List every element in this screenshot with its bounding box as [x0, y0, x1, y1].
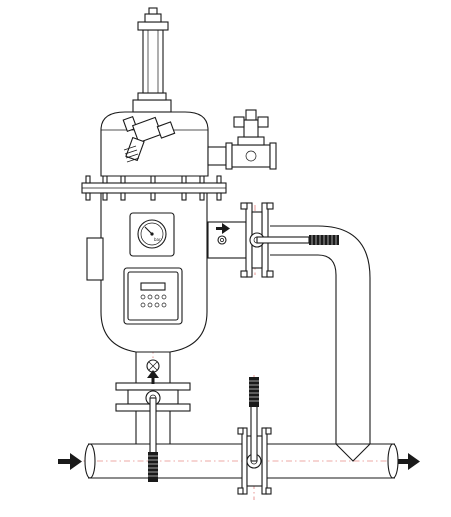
- inlet-arrow: [58, 453, 82, 470]
- drain-valve-assembly: [207, 109, 277, 170]
- vertical-flow-arrow: [147, 370, 159, 384]
- side-outlet-arrow: [216, 223, 230, 234]
- lower-left-valve-lever: [145, 390, 161, 482]
- pressure-gauge: bar: [129, 212, 175, 257]
- flange-bolts: [85, 175, 222, 201]
- outlet-arrow: [398, 453, 420, 470]
- gauge-unit-label: bar: [154, 237, 161, 242]
- keypad: [140, 294, 167, 308]
- upper-valve-lever: [249, 232, 339, 248]
- lower-right-valve: [237, 377, 272, 495]
- dome-left-valve: [122, 115, 176, 163]
- return-pipe: [270, 225, 371, 462]
- controller-panel: [123, 267, 183, 325]
- top-actuator: [132, 7, 172, 113]
- controller-display: [140, 282, 166, 291]
